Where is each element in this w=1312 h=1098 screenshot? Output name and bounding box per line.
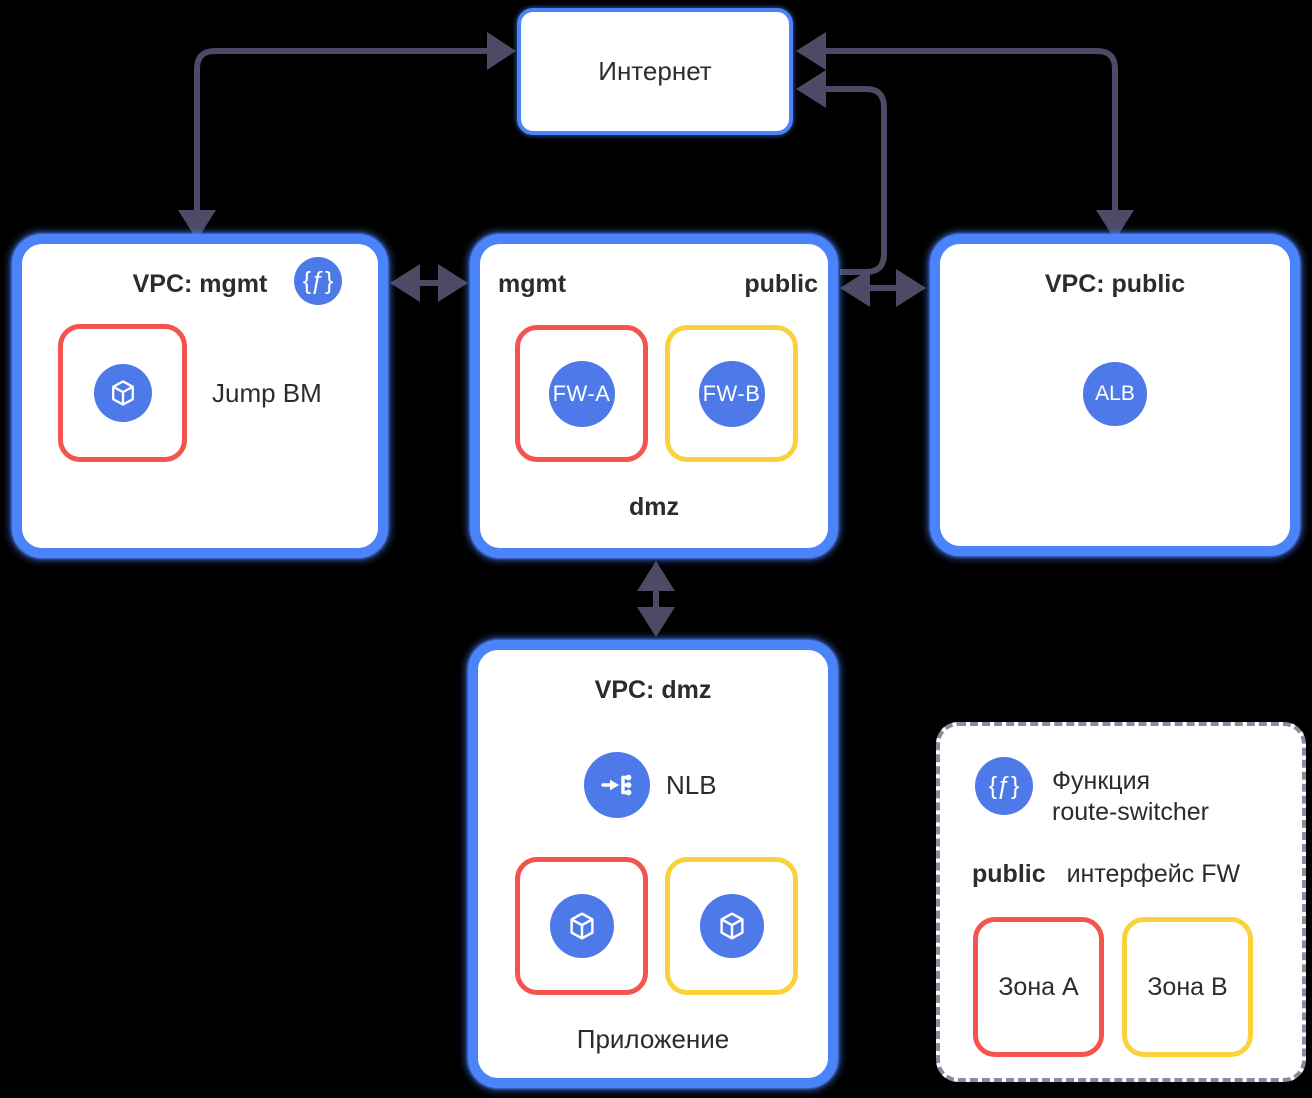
vpc-dmz-box: VPC: dmz NLB [468, 640, 838, 1088]
nlb-label: NLB [666, 769, 717, 800]
jump-vm-label-wrap: Jump ВМ [212, 324, 322, 462]
legend-zone-a-label: Зона A [998, 972, 1079, 1001]
legend-box: {ƒ} Функция route-switcher public интерф… [936, 722, 1306, 1082]
app-vm-a-circle [549, 894, 614, 958]
vm-cube-icon [569, 912, 594, 940]
legend-fw-interface-row: public интерфейс FW [972, 860, 1240, 889]
internet-label: Интернет [598, 56, 712, 86]
arrowhead-into-fwvpc-bottom [637, 561, 675, 591]
legend-zone-a-box: Зона A [973, 917, 1104, 1057]
fw-a-circle: FW-A [548, 360, 615, 427]
fw-vpc-box: mgmt public FW-A FW-B dmz [470, 234, 838, 558]
arrow-fwpublic-to-internet-line [826, 86, 887, 275]
app-zone-a-box [515, 857, 648, 995]
fw-b-label: FW-B [702, 380, 761, 406]
fw-b-zone-box: FW-B [665, 325, 798, 462]
legend-function-line1: Функция [1052, 767, 1151, 795]
legend-fw-interface-label: интерфейс FW [1066, 860, 1241, 888]
nlb-label-wrap: NLB [666, 752, 717, 818]
arrowhead-into-mgmt-right [390, 264, 420, 302]
arrowhead-into-mgmt-top [178, 210, 216, 240]
vpc-dmz-title: VPC: dmz [594, 676, 712, 704]
legend-zone-b-box: Зона B [1122, 917, 1253, 1057]
vpc-public-box: VPC: public ALB [930, 234, 1300, 556]
vpc-mgmt-box: VPC: mgmt {ƒ} Jump ВМ [12, 234, 388, 558]
jump-vm-label: Jump ВМ [212, 377, 322, 408]
function-icon: {ƒ} [975, 757, 1033, 815]
vm-circle [93, 364, 152, 422]
arrowhead-into-dmzvpc-top [637, 607, 675, 637]
app-vm-b-circle [699, 894, 764, 958]
app-zone-b-box [665, 857, 798, 995]
arrowhead-into-internet-left [487, 32, 516, 70]
fw-vpc-dmz-label: dmz [629, 493, 679, 521]
fw-vpc-public-label: public [744, 270, 818, 298]
fw-a-zone-box: FW-A [515, 325, 648, 462]
arrowhead-into-fwvpc-right [840, 269, 870, 307]
jump-vm-zone-box [58, 324, 187, 462]
alb-circle: ALB [1083, 362, 1147, 426]
arrowhead-into-internet-right-upper [796, 32, 826, 70]
fw-b-circle: FW-B [698, 360, 765, 427]
function-icon: {ƒ} [294, 257, 342, 305]
vm-cube-icon [719, 912, 744, 940]
legend-public-word: public [972, 860, 1046, 888]
fw-vpc-mgmt-label: mgmt [498, 270, 567, 298]
arrowhead-into-publicvpc-left [896, 269, 926, 307]
legend-function-line2: route-switcher [1052, 798, 1209, 826]
vpc-public-title: VPC: public [1044, 270, 1186, 298]
arrowhead-into-public-top [1096, 210, 1134, 240]
legend-zone-b-label: Зона B [1147, 972, 1228, 1001]
nlb-circle [584, 752, 650, 818]
vpc-mgmt-title: VPC: mgmt [132, 270, 268, 298]
legend-function-label: Функция route-switcher [1052, 766, 1209, 828]
app-label: Приложение [576, 1024, 730, 1054]
arrow-internet-to-mgmt-line [194, 48, 489, 210]
arrowhead-into-internet-right-lower [796, 70, 826, 108]
arrow-internet-to-public-line [825, 48, 1118, 210]
vm-cube-icon [111, 380, 134, 406]
fw-a-label: FW-A [552, 380, 611, 406]
internet-node: Интернет [517, 8, 793, 135]
arrowhead-into-fwvpc-left [438, 264, 468, 302]
alb-label: ALB [1095, 382, 1135, 405]
nlb-icon [601, 774, 632, 796]
